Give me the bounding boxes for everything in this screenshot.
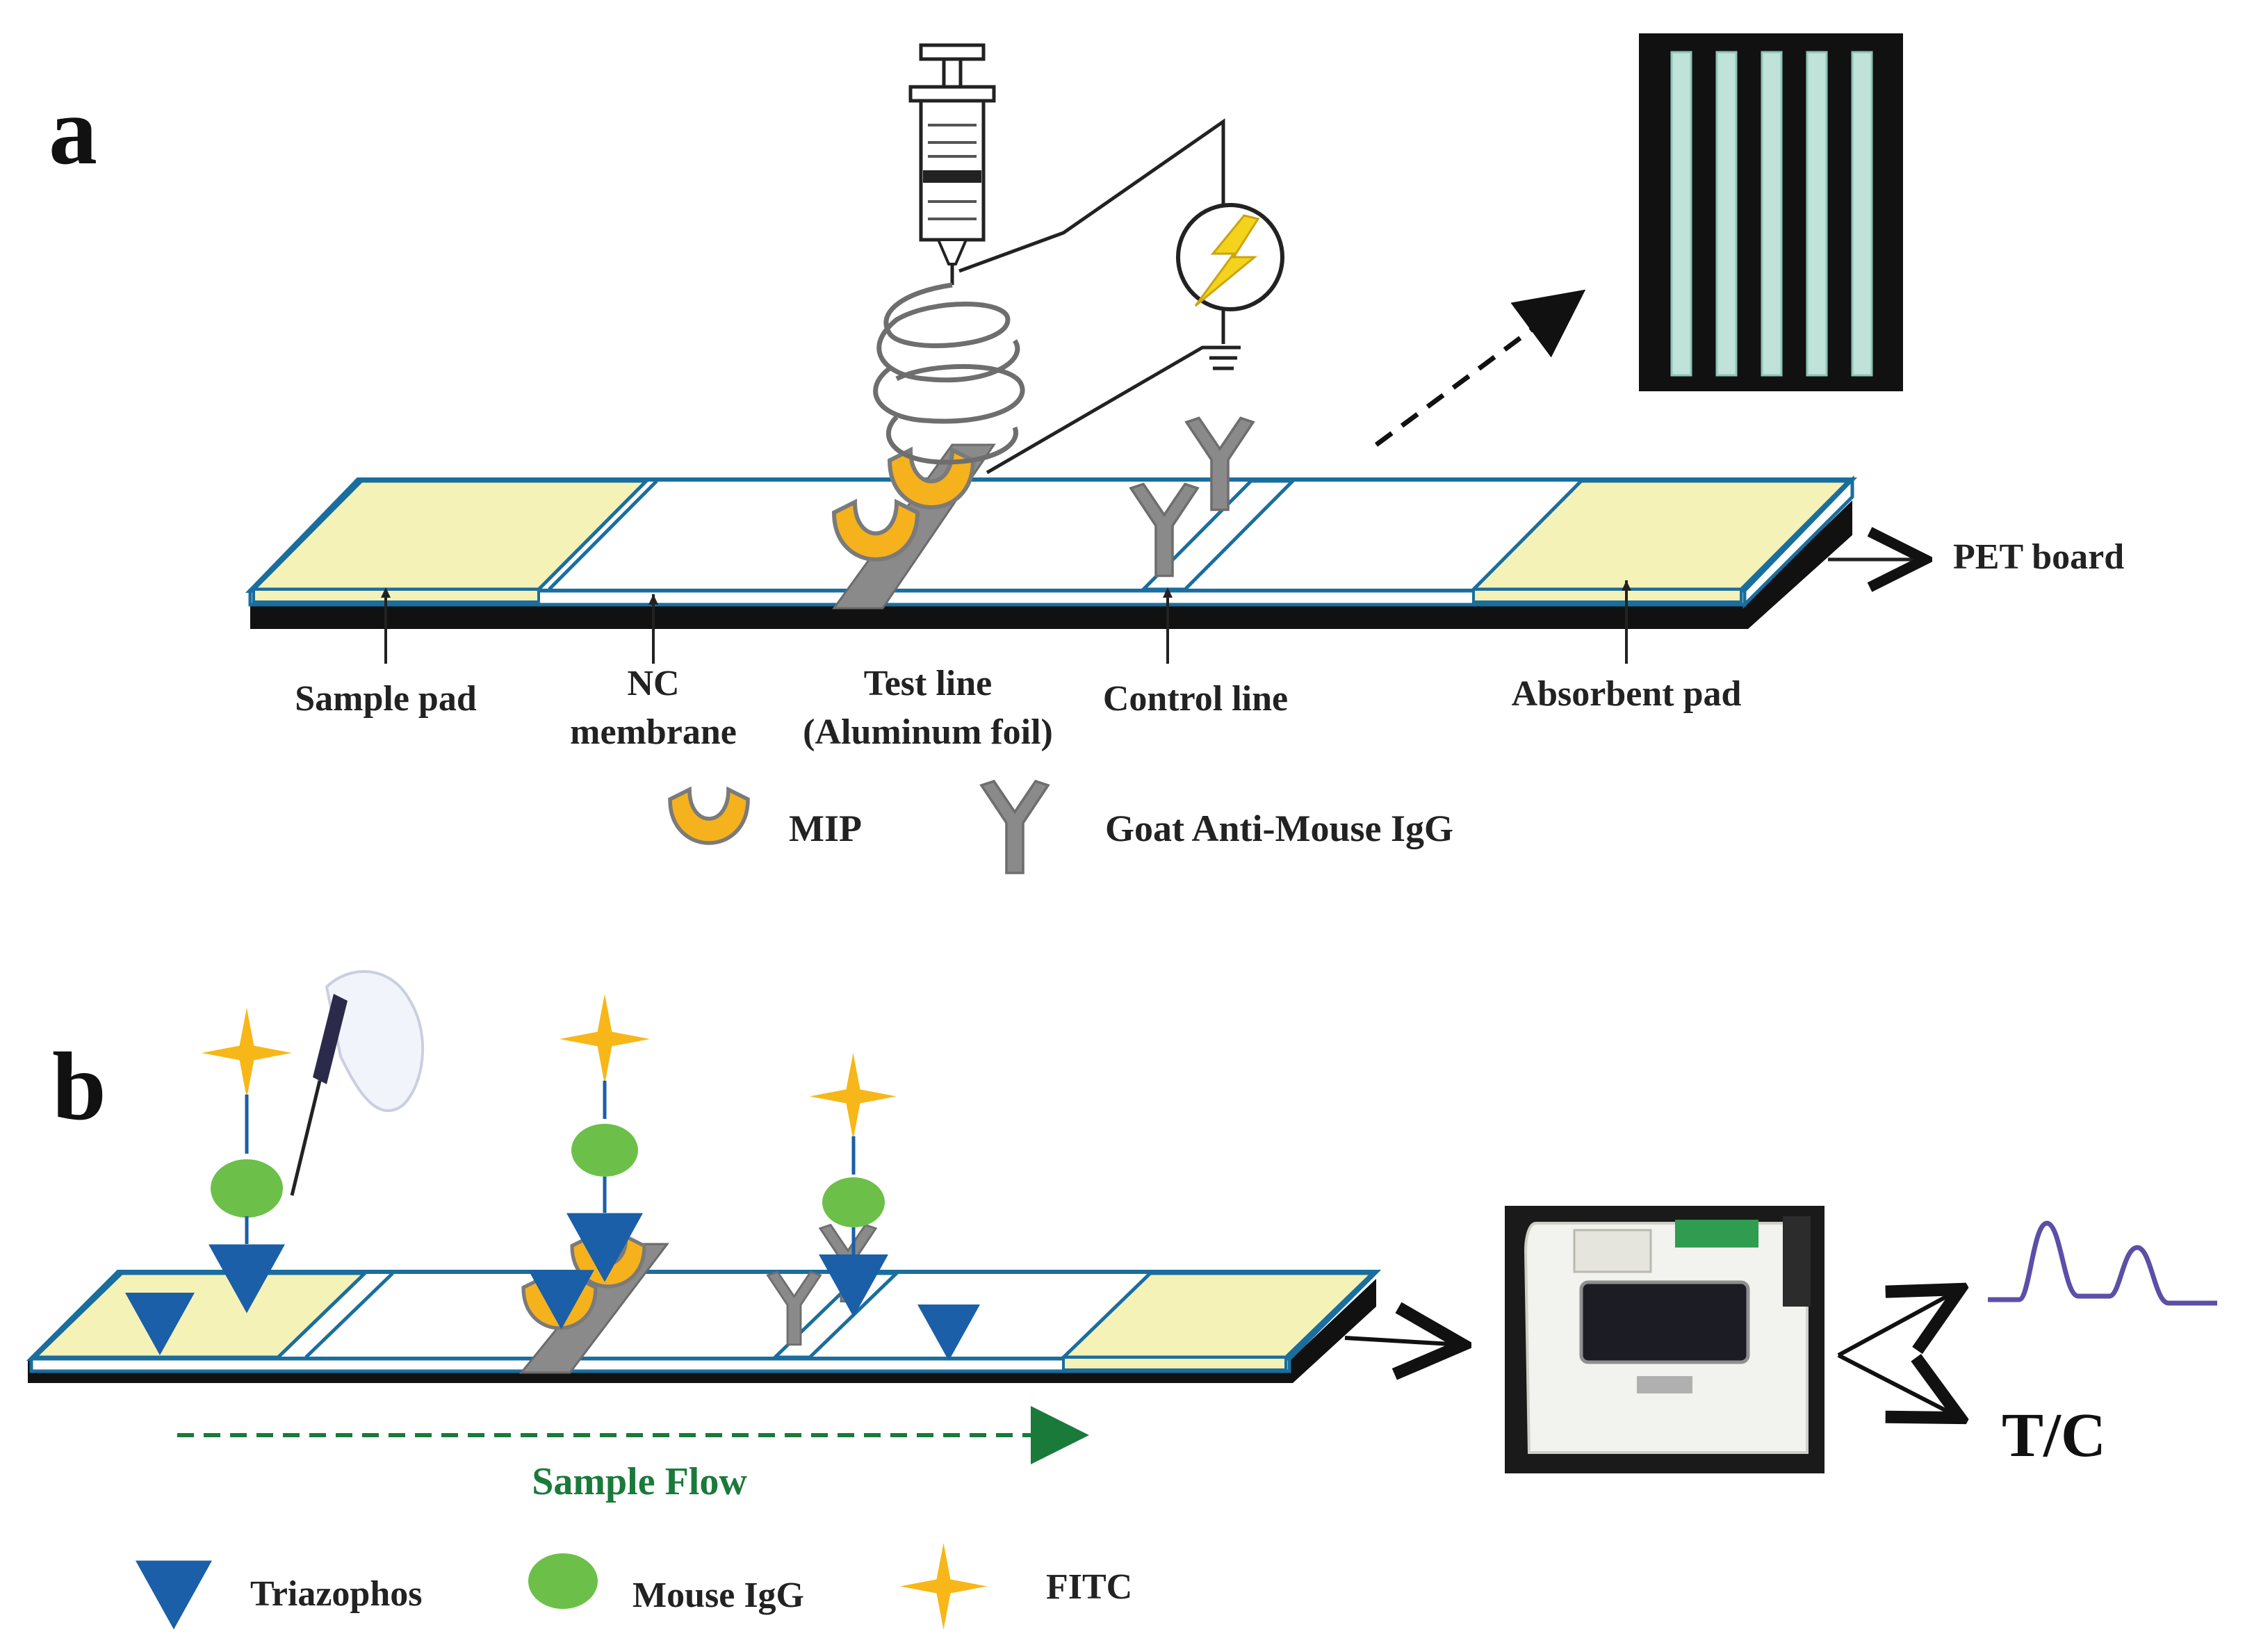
legend-triazophos-icon [136,1560,212,1630]
legend-goat-igg-label: Goat Anti-Mouse IgG [1105,808,1453,849]
strip-a-backing [250,500,1852,629]
sample-flow-label: Sample Flow [532,1460,747,1503]
legend-mouse-igg-icon [528,1553,598,1609]
arrow-to-ratio [1837,1353,1960,1418]
legend-triazophos-label: Triazophos [250,1574,423,1614]
high-voltage-source-icon [1176,203,1284,311]
pipette-icon [290,970,425,1196]
electrospun-fiber-coil [873,282,1025,465]
label-sample-pad: Sample pad [295,679,477,719]
legend-mip-icon [670,790,748,843]
circuit-wires [958,118,1241,475]
conjugate-test-line [560,994,650,1282]
arrow-to-reader [1344,1338,1463,1345]
label-test-line-2: (Aluminum foil) [803,712,1053,752]
sample-pad-b [30,1271,370,1359]
label-test-line-1: Test line [864,664,992,703]
label-absorbent-pad: Absorbent pad [1512,674,1742,714]
signal-trace-peaks [1988,1220,2217,1306]
label-pointers-a [384,580,1628,664]
legend-fitc-icon [900,1543,987,1630]
panel-a-letter: a [49,77,97,185]
conjugate-control-line [810,1053,897,1317]
strip-reader-device [1505,1206,1824,1473]
panel-b-letter: b [52,1033,106,1140]
legend-mouse-igg-label: Mouse IgG [632,1576,804,1615]
syringe-icon [908,43,996,285]
strip-a [245,475,1858,629]
label-control-line: Control line [1103,679,1288,719]
legend-mip-label: MIP [789,808,862,849]
legend-fitc-label: FITC [1046,1567,1132,1607]
label-nc-membrane-2: membrane [570,712,737,752]
control-line-a [1138,479,1298,591]
control-line-b [770,1271,901,1359]
dashed-arrow-to-photo [1374,289,1586,447]
conjugate-1 [202,1008,292,1314]
label-nc-membrane-1: NC [627,664,679,703]
fabricated-strips-photo [1639,33,1903,391]
legend-goat-igg-icon [980,780,1050,874]
strip-b [26,1270,1382,1383]
tc-ratio-label: T/C [2002,1401,2106,1470]
arrow-to-signal [1837,1289,1960,1357]
label-pet-board: PET board [1953,537,2124,577]
